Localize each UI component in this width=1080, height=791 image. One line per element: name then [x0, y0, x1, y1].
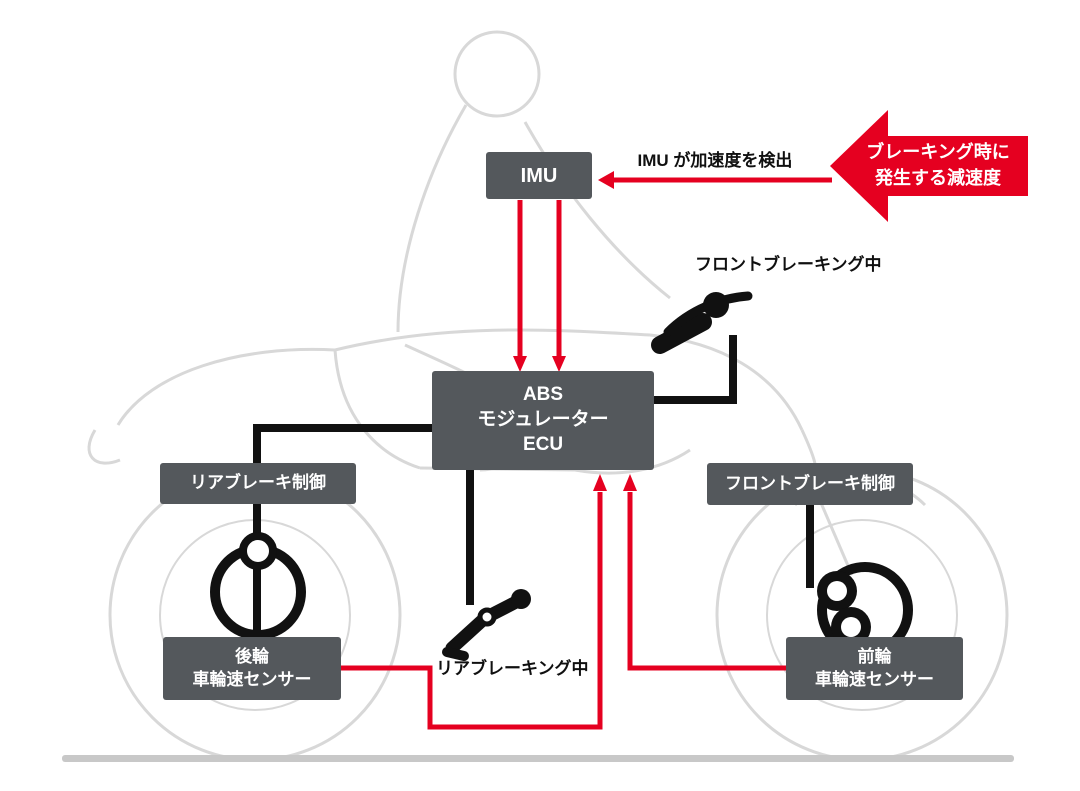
rear-sensor-to-abs-line	[341, 492, 603, 730]
red-signal-lines	[341, 177, 832, 730]
arrowhead-left-icon	[598, 171, 614, 189]
imu-detect-label: IMU が加速度を検出	[637, 151, 793, 170]
front-braking-label: フロントブレーキング中	[695, 255, 882, 274]
abs-to-rear-line	[253, 424, 432, 645]
deceleration-caption-line1: ブレーキング時に	[866, 142, 1010, 162]
abs-box-line1: ABS	[522, 384, 564, 406]
front-sensor-to-abs-line	[627, 492, 786, 671]
front-wheel-sensor-box: 前輪 車輪速センサー	[786, 637, 963, 700]
rear-brake-pedal-icon	[442, 589, 531, 661]
front-brake-control-box: フロントブレーキ制御	[707, 463, 913, 505]
red-arrowheads	[513, 171, 637, 491]
arrowhead-down-icon	[513, 356, 527, 372]
front-wheel-sensor-line2: 車輪速センサー	[815, 669, 934, 689]
rear-wheel-sensor-line1: 後輪	[235, 647, 269, 667]
deceleration-caption-line2: 発生する減速度	[875, 168, 1001, 188]
imu-box: IMU	[486, 152, 592, 199]
arrowhead-up-icon	[593, 474, 607, 491]
front-brake-control-label: フロントブレーキ制御	[725, 473, 895, 493]
rear-brake-control-box: リアブレーキ制御	[160, 463, 356, 504]
front-brake-lever-icon	[651, 291, 753, 354]
rear-wheel-sensor-line2: 車輪速センサー	[192, 669, 312, 689]
abs-to-lever-line	[654, 335, 737, 404]
imu-box-label: IMU	[520, 164, 558, 187]
rear-brake-disc-icon	[210, 532, 306, 640]
abs-modulator-ecu-box: ABS モジュレーター ECU	[432, 371, 654, 470]
rear-wheel-sensor-box: 後輪 車輪速センサー	[163, 637, 341, 700]
abs-box-line3: ECU	[522, 433, 564, 455]
deceleration-block-arrow-icon	[830, 110, 1028, 222]
black-connection-lines	[253, 335, 814, 645]
rear-brake-control-label: リアブレーキ制御	[190, 473, 326, 493]
arrowhead-up-icon	[623, 474, 637, 491]
arrowhead-down-icon	[552, 356, 566, 372]
ground-line	[62, 755, 1014, 762]
abs-box-line2: モジュレーター	[477, 409, 609, 431]
rear-braking-label: リアブレーキング中	[436, 659, 589, 678]
front-wheel-sensor-line1: 前輪	[857, 647, 892, 667]
deceleration-arrow-caption: ブレーキング時に 発生する減速度	[846, 139, 1030, 191]
